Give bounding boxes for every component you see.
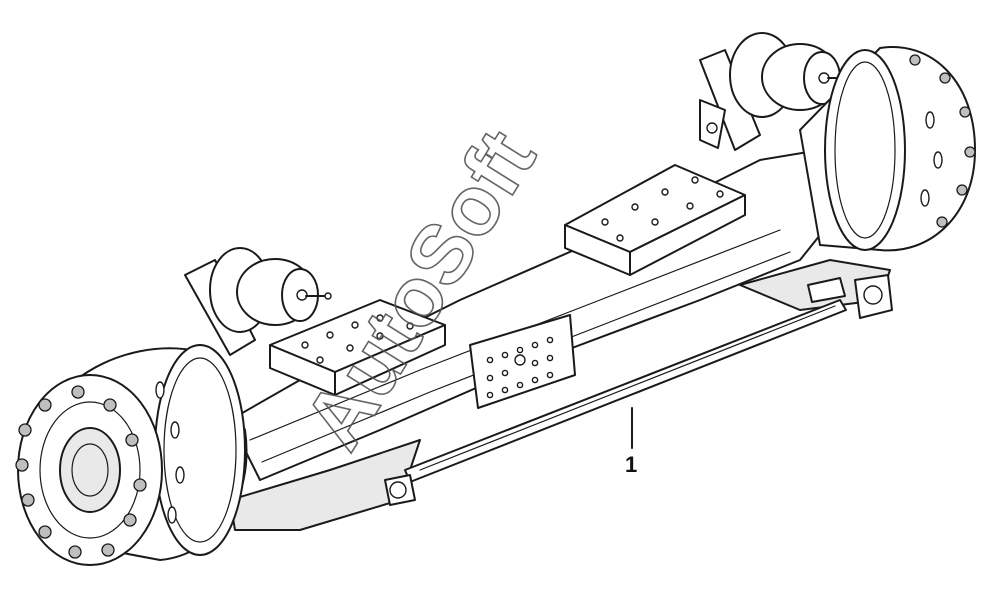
spring-seat-left — [269, 299, 446, 396]
hub-right — [799, 46, 976, 252]
tie-rod — [384, 274, 893, 506]
brake-chamber-left — [184, 247, 332, 356]
callout-1-label: 1 — [625, 452, 637, 477]
center-plate — [469, 314, 576, 409]
brake-chamber-right — [699, 32, 852, 151]
spring-seat-right — [564, 164, 746, 276]
callout-1: 1 — [625, 407, 637, 477]
hub-left — [15, 344, 248, 566]
